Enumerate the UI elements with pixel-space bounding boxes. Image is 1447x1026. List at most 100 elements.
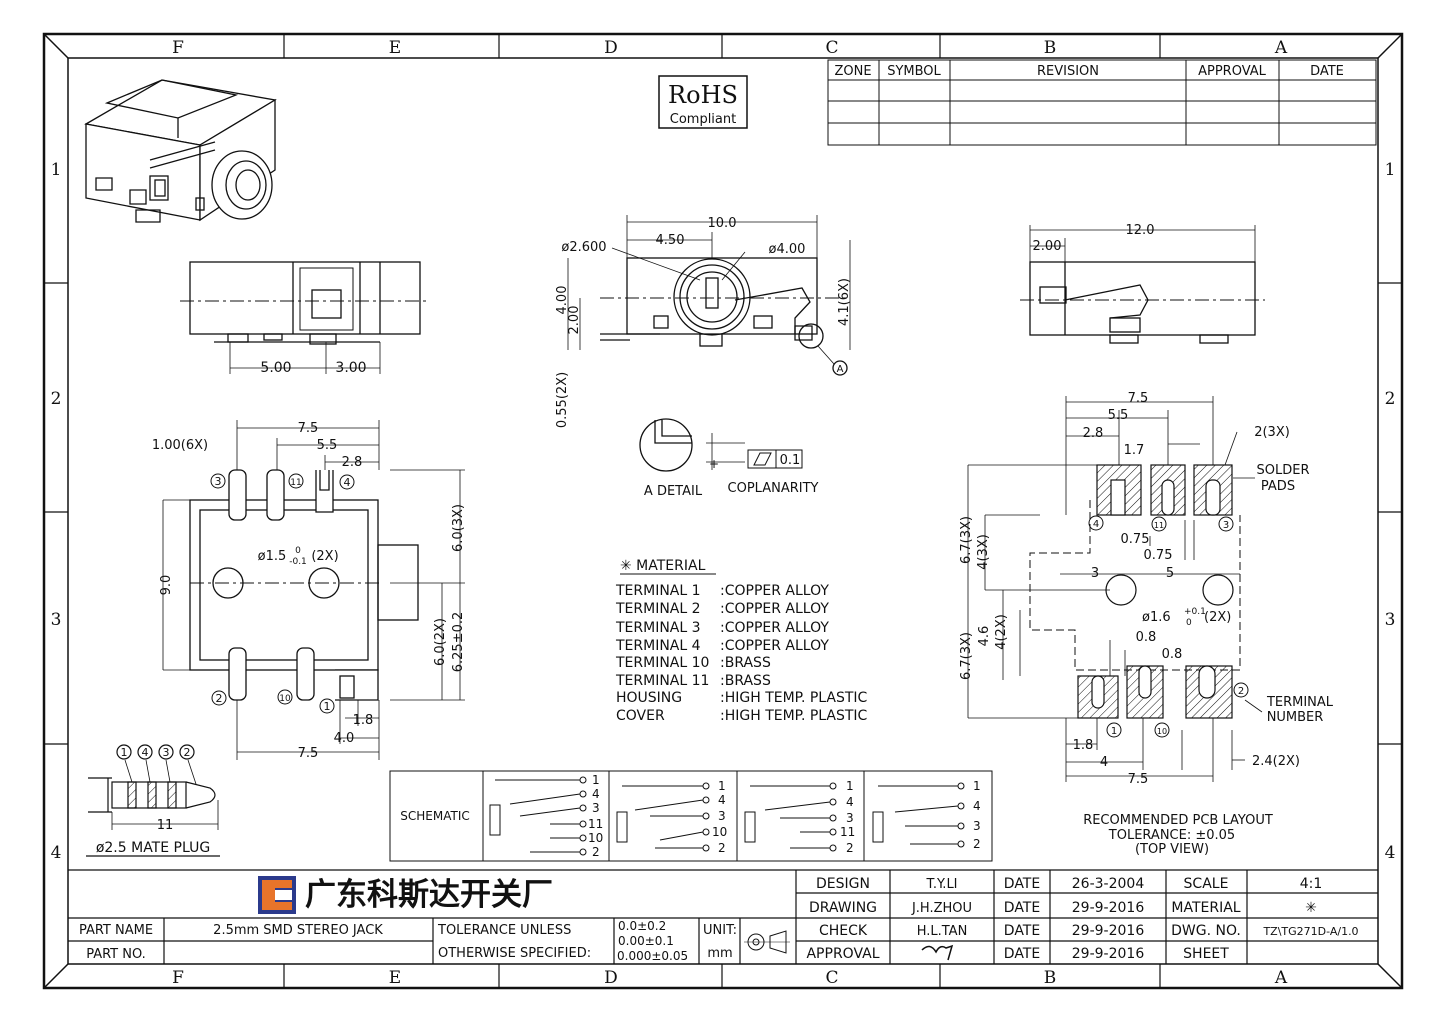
dim-top-h2: 6.0(2X) [433, 618, 448, 666]
dim-top-pinw: 1.00(6X) [152, 438, 208, 453]
rev-header-revision: REVISION [1037, 64, 1099, 79]
dim-top-hole-tol-upper: 0 [295, 546, 301, 556]
plug-pin-3: 3 [163, 746, 170, 759]
top-pin-11: 11 [290, 478, 301, 488]
pcb-w2: 5.5 [1108, 408, 1129, 423]
name-check: H.L.TAN [917, 924, 968, 939]
date-label-2: DATE [1004, 900, 1040, 916]
date-label-4: DATE [1004, 946, 1040, 962]
dim-top-b1: 1.8 [353, 713, 374, 728]
value-scale: 4:1 [1300, 876, 1323, 892]
solder-pads-label-2: PADS [1261, 479, 1295, 494]
company-name: 广东科斯达开关厂 [305, 877, 553, 913]
projection-symbol-icon [744, 930, 790, 954]
sch-g1-2: 2 [592, 845, 600, 859]
terminal-number-label-2: NUMBER [1267, 710, 1324, 725]
top-pin-labels: 3 11 4 2 10 1 [210, 473, 355, 714]
sch-g3-1: 1 [846, 779, 854, 793]
dim-front-h3: 4.1(6X) [837, 278, 852, 326]
dim-front-width: 10.0 [708, 216, 737, 231]
top-pin-10: 10 [279, 694, 291, 704]
dim-top-w3: 2.8 [342, 455, 363, 470]
pcb-pin-1: 1 [1111, 726, 1117, 737]
material-value-housing: :HIGH TEMP. PLASTIC [720, 690, 868, 706]
pcb-pin-4: 4 [1093, 519, 1099, 530]
rohs-title: RoHS [668, 81, 738, 109]
dim-top-b2: 4.0 [334, 731, 355, 746]
mate-plug-label: ø2.5 MATE PLUG [96, 840, 210, 856]
plug-pin-2: 2 [184, 746, 191, 759]
pcb-pin-11: 11 [1154, 521, 1164, 530]
pcb-caption-2: TOLERANCE: ±0.05 [1108, 828, 1235, 843]
value-dwg-no: TZ\TG271D-A/1.0 [1262, 925, 1358, 938]
sch-g2-4: 4 [718, 793, 726, 807]
row-right-1: 1 [1385, 160, 1396, 180]
rev-header-approval: APPROVAL [1198, 64, 1267, 79]
pcb-w4: 1.7 [1124, 443, 1145, 458]
pcb-g1: 0.8 [1136, 630, 1157, 645]
role-drawing: DRAWING [809, 900, 877, 916]
solder-pads-label-1: SOLDER [1257, 463, 1310, 478]
key-dwg-no: DWG. NO. [1171, 923, 1241, 939]
detail-ref-a: A [837, 364, 844, 375]
isometric-view [84, 79, 277, 223]
dim-top-w2: 5.5 [317, 438, 338, 453]
sch-g1-11: 11 [588, 817, 603, 831]
date-check: 29-9-2016 [1072, 923, 1145, 939]
row-left-4: 4 [51, 843, 62, 863]
mate-plug [86, 744, 220, 857]
rev-header-symbol: SYMBOL [887, 64, 941, 79]
material-part-11: TERMINAL 11 [615, 673, 709, 689]
material-list: ✳ MATERIAL TERMINAL 1 :COPPER ALLOY TERM… [615, 558, 868, 724]
sch-g1-10: 10 [588, 831, 603, 845]
material-value-1: :COPPER ALLOY [720, 583, 829, 599]
part-name-value: 2.5mm SMD STEREO JACK [213, 923, 383, 938]
date-label-1: DATE [1004, 876, 1040, 892]
col-top-a: A [1274, 38, 1288, 58]
part-name-label: PART NAME [79, 923, 153, 938]
sch-g3-3: 3 [846, 811, 854, 825]
top-pin-3: 3 [215, 475, 222, 488]
pcb-pin-10: 10 [1157, 727, 1167, 736]
pcb-h2: 4(3X) [976, 534, 991, 570]
material-value-10: :BRASS [720, 655, 771, 671]
schematic-table [389, 770, 993, 862]
key-sheet: SHEET [1183, 946, 1229, 962]
col-top-e: E [389, 38, 401, 58]
dim-top-b3: 7.5 [298, 746, 319, 761]
pcb-hole: ø1.6 [1142, 610, 1171, 625]
sheet-frame [42, 32, 1404, 990]
dim-top-h3: 6.25±0.2 [451, 612, 466, 673]
unit-value: mm [707, 946, 732, 961]
pcb-v2: 4(2X) [994, 614, 1009, 650]
material-title: ✳ MATERIAL [620, 558, 706, 574]
pcb-b1: 1.8 [1073, 738, 1094, 753]
sch-g1-4: 4 [592, 787, 600, 801]
value-material: ✳ [1305, 900, 1317, 916]
pcb-v1: 4.6 [977, 626, 992, 647]
top-pin-2: 2 [216, 692, 223, 705]
row-right-4: 4 [1385, 843, 1396, 863]
key-material: MATERIAL [1171, 900, 1240, 916]
detail-a-label: A DETAIL [644, 484, 703, 499]
plug-length: 11 [157, 818, 174, 833]
pcb-pin-3: 3 [1223, 520, 1229, 531]
tolerance-line-2: OTHERWISE SPECIFIED: [438, 946, 591, 961]
approval-signature [921, 944, 954, 961]
dim-side-right-width: 12.0 [1126, 223, 1155, 238]
front-view [567, 215, 851, 376]
sch-g1-1: 1 [592, 773, 600, 787]
row-right-2: 2 [1385, 389, 1396, 409]
dim-top-height: 9.0 [159, 575, 174, 596]
dim-front-h2: 2.00 [567, 306, 582, 335]
pcb-hole-tol-lower: 0 [1186, 618, 1192, 628]
sch-g4-4: 4 [973, 799, 981, 813]
side-view-left [180, 261, 430, 374]
sch-g2-3: 3 [718, 809, 726, 823]
col-bot-a: A [1274, 968, 1288, 988]
side-view-right [1020, 225, 1265, 344]
pcb-hole-count: (2X) [1204, 610, 1231, 625]
dim-front-offset: 4.50 [656, 233, 685, 248]
material-part-cover: COVER [616, 708, 665, 724]
